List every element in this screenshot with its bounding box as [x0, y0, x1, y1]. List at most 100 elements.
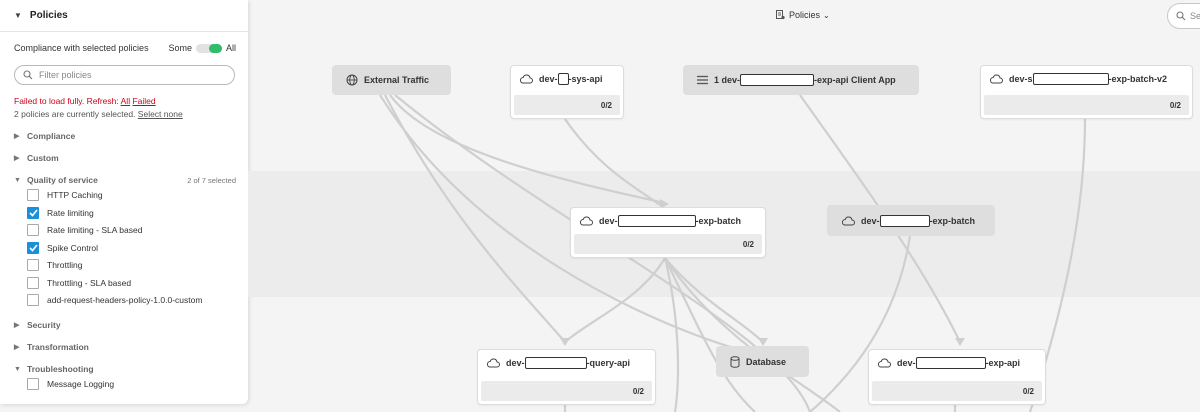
- node-database[interactable]: Database: [716, 346, 809, 377]
- policy-checkbox[interactable]: [27, 294, 39, 306]
- policy-item[interactable]: HTTP Caching: [27, 189, 103, 201]
- policy-item[interactable]: Rate limiting: [27, 206, 94, 219]
- policy-doc-icon: [776, 10, 785, 20]
- caret-down-icon[interactable]: ▼: [14, 11, 22, 20]
- node-label-suffix: -exp-batch: [929, 215, 976, 226]
- edge: [384, 94, 566, 343]
- node-metric: 0/2: [984, 95, 1189, 115]
- policies-panel: ▼ Policies Compliance with selected poli…: [0, 0, 248, 404]
- edge: [564, 257, 666, 343]
- category-compliance[interactable]: ▶ Compliance: [14, 131, 236, 141]
- category-label: Transformation: [27, 342, 89, 352]
- selected-count: 2 of 7 selected: [187, 175, 236, 185]
- node-exp-api[interactable]: dev- -exp-api 0/2: [868, 349, 1046, 405]
- compliance-row: Compliance with selected policies Some A…: [14, 43, 236, 53]
- policies-dropdown[interactable]: Policies ⌄: [776, 10, 830, 20]
- node-metric: 0/2: [872, 381, 1042, 401]
- select-none-link[interactable]: Select none: [137, 109, 183, 119]
- edge: [564, 118, 661, 206]
- checkmark-icon: [28, 243, 38, 252]
- category-label: Quality of service: [27, 175, 98, 185]
- node-exp-batch-a[interactable]: dev--exp-batch 0/2: [570, 207, 766, 258]
- policy-checkbox[interactable]: [27, 259, 39, 271]
- cloud-icon: [519, 74, 533, 84]
- arrowhead: [758, 338, 768, 346]
- filter-policies-input[interactable]: [39, 70, 219, 80]
- category-label: Custom: [27, 153, 59, 163]
- node-label-prefix: dev-: [897, 358, 916, 368]
- load-error-message: Failed to load fully. Refresh: All Faile…: [14, 96, 156, 106]
- policy-label: Throttling: [47, 260, 83, 270]
- arrowhead: [560, 338, 570, 346]
- node-exp-batch-b[interactable]: dev--exp-batch: [827, 205, 995, 236]
- policy-item[interactable]: Throttling: [27, 259, 82, 271]
- edge: [389, 94, 666, 205]
- selection-text: 2 policies are currently selected.: [14, 109, 136, 119]
- category-label: Security: [27, 320, 61, 330]
- category-troubleshooting[interactable]: ▼ Troubleshooting: [14, 364, 236, 374]
- node-query-api[interactable]: dev--query-api 0/2: [477, 349, 656, 405]
- list-icon: [697, 75, 708, 85]
- redacted-text: [915, 357, 986, 369]
- node-metric: 0/2: [574, 234, 762, 254]
- cloud-icon: [841, 216, 855, 226]
- caret-down-icon: ▼: [14, 365, 21, 373]
- caret-right-icon: ▶: [14, 322, 20, 329]
- category-custom[interactable]: ▶ Custom: [14, 153, 236, 163]
- policy-label: Throttling - SLA based: [47, 277, 132, 288]
- edge: [664, 257, 841, 412]
- redacted-text: [557, 73, 569, 85]
- panel-header[interactable]: ▼ Policies: [0, 0, 248, 32]
- compliance-toggle[interactable]: [195, 43, 222, 53]
- category-quality-of-service[interactable]: ▼ Quality of service 2 of 7 selected: [14, 175, 236, 185]
- policy-checkbox[interactable]: [27, 224, 39, 236]
- checkmark-icon: [28, 208, 38, 217]
- node-exp-batch-v2[interactable]: dev-s-exp-batch-v2 0/2: [980, 65, 1193, 119]
- edge: [809, 235, 912, 412]
- policy-item[interactable]: Spike Control: [27, 241, 98, 254]
- policies-dropdown-label: Policies: [789, 10, 821, 20]
- graph-search-placeholder: Se: [1190, 11, 1200, 21]
- node-label-prefix: dev-s: [1009, 74, 1033, 84]
- policy-item[interactable]: add-request-headers-policy-1.0.0-custom: [27, 294, 202, 306]
- node-label-suffix: -query-api: [586, 358, 631, 368]
- category-security[interactable]: ▶ Security: [14, 320, 236, 330]
- selection-status: 2 policies are currently selected. Selec…: [14, 109, 183, 119]
- policy-checkbox[interactable]: [27, 189, 39, 201]
- policy-item[interactable]: Message Logging: [27, 378, 114, 390]
- policy-label: add-request-headers-policy-1.0.0-custom: [47, 295, 203, 305]
- database-icon: [730, 355, 740, 368]
- graph-search[interactable]: Se: [1167, 3, 1200, 29]
- policy-checkbox[interactable]: [27, 276, 39, 289]
- node-label-prefix: dev-: [506, 358, 525, 368]
- refresh-all-link[interactable]: All: [120, 96, 131, 106]
- category-transformation[interactable]: ▶ Transformation: [14, 342, 236, 352]
- panel-title: Policies: [29, 10, 68, 21]
- caret-right-icon: ▶: [14, 133, 20, 140]
- cloud-icon: [486, 358, 500, 368]
- policy-checkbox[interactable]: [27, 241, 39, 254]
- redacted-text: [879, 214, 930, 227]
- node-label-prefix: 1 dev-: [714, 75, 741, 85]
- node-client-app[interactable]: 1 dev--exp-api Client App: [683, 65, 919, 95]
- policy-checkbox[interactable]: [27, 206, 39, 219]
- refresh-failed-link[interactable]: Failed: [132, 96, 156, 106]
- category-label: Compliance: [27, 131, 76, 141]
- compliance-label: Compliance with selected policies: [14, 43, 149, 53]
- cloud-icon: [877, 358, 891, 368]
- node-external-traffic[interactable]: External Traffic: [332, 65, 451, 95]
- node-sys-api[interactable]: dev--sys-api 0/2: [510, 65, 624, 119]
- caret-right-icon: ▶: [14, 155, 20, 162]
- policy-checkbox[interactable]: [27, 378, 39, 390]
- toggle-all-label: All: [225, 43, 236, 53]
- policy-item[interactable]: Rate limiting - SLA based: [27, 224, 142, 236]
- filter-policies-search[interactable]: [14, 65, 235, 85]
- policy-label: Rate limiting: [47, 207, 94, 218]
- redacted-text: [524, 357, 587, 369]
- node-label-suffix: -exp-api: [985, 358, 1021, 368]
- policy-item[interactable]: Throttling - SLA based: [27, 276, 132, 289]
- edge: [663, 257, 680, 412]
- toggle-some-label: Some: [168, 43, 192, 53]
- node-label: External Traffic: [364, 75, 430, 85]
